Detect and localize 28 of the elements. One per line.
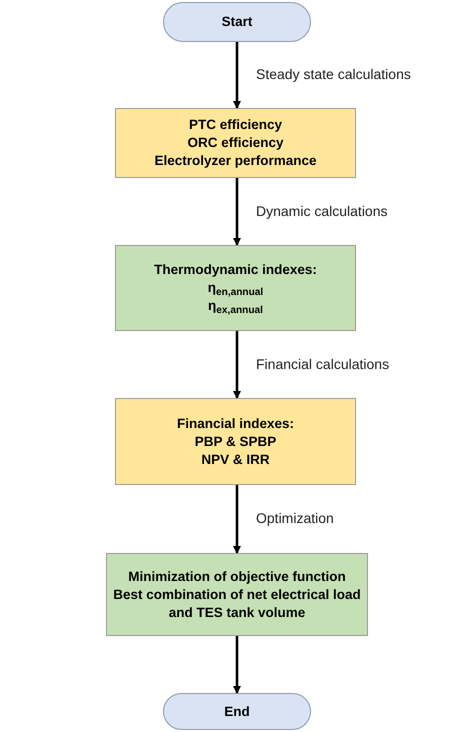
node-text: End <box>224 702 250 720</box>
process-box <box>115 245 356 331</box>
node-text: Financial indexes: <box>176 414 294 432</box>
node-text: Start <box>222 13 252 31</box>
terminal-pill <box>163 2 311 42</box>
node-text: PTC efficiency <box>188 116 282 134</box>
process-box <box>106 553 368 636</box>
edge-label: Financial calculations <box>254 356 392 370</box>
arrow <box>233 178 241 246</box>
node-text: NPV & IRR <box>201 450 270 468</box>
edge-label: Optimization <box>254 511 336 525</box>
node-text: η$_{ex,annual}$ <box>208 297 263 315</box>
terminal-pill <box>163 693 311 730</box>
node-text: Electrolyzer performance <box>154 152 317 170</box>
process-box <box>115 398 356 485</box>
node-text: ORC efficiency <box>187 134 284 152</box>
edge-label: Dynamic calculations <box>254 204 390 218</box>
arrow <box>233 485 241 554</box>
arrow <box>233 331 241 399</box>
node-text: Best combination of net electrical load and TES tank volume <box>112 586 362 622</box>
arrow <box>233 636 241 694</box>
node-text: η$_{en,annual}$ <box>208 279 264 297</box>
edge-label: Steady state calculations <box>254 67 413 81</box>
process-box <box>115 108 356 178</box>
node-text: Thermodynamic indexes: <box>154 261 317 279</box>
node-text: PBP & SPBP <box>194 432 276 450</box>
arrow <box>233 42 241 109</box>
node-text: Minimization of objective function <box>128 568 346 586</box>
